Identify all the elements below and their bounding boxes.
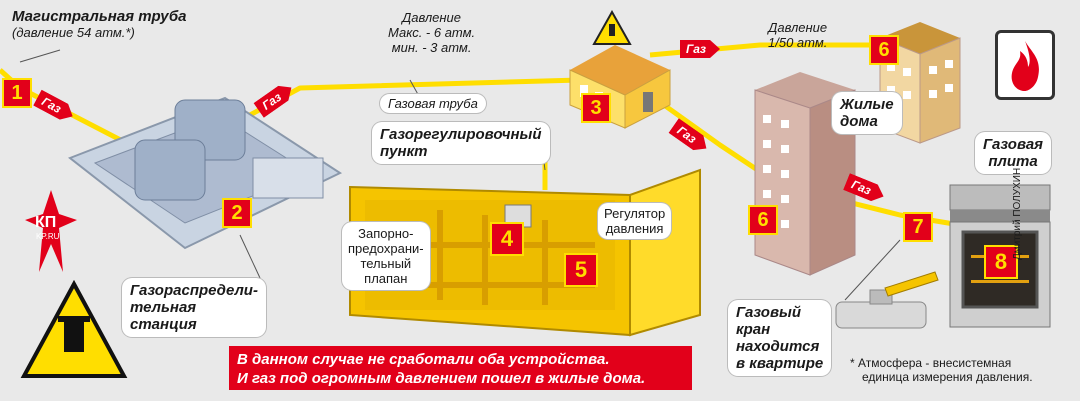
gds-label: Газораспредели- тельная станция bbox=[122, 278, 266, 337]
tap-line3: находится bbox=[736, 338, 820, 355]
pressure-grp-label: Давление Макс. - 6 атм. мин. - 3 атм. bbox=[388, 10, 475, 55]
fire-icon bbox=[995, 30, 1055, 100]
badge-1: 1 bbox=[2, 78, 32, 108]
kp-logo: КП KP.RU bbox=[25, 190, 77, 272]
gas-distribution-station bbox=[67, 96, 343, 250]
main-pipe-label: Магистральная труба (давление 54 атм.*) bbox=[12, 8, 186, 40]
pressure-house-line2: 1/50 атм. bbox=[768, 35, 828, 50]
tap-line2: кран bbox=[736, 321, 771, 338]
warning-line1: В данном случае не сработали оба устройс… bbox=[237, 351, 610, 368]
valve-line3: тельный bbox=[360, 256, 412, 271]
warning-sign-icon bbox=[20, 280, 128, 378]
pressure-grp-line2: Макс. - 6 атм. bbox=[388, 25, 476, 40]
residential-line1: Жилые bbox=[840, 96, 894, 113]
regulator-line1: Регулятор bbox=[604, 206, 666, 221]
valve-line2: предохрани- bbox=[348, 241, 424, 256]
residential-line2: дома bbox=[840, 113, 878, 130]
badge-3: 3 bbox=[581, 93, 611, 123]
stove-line1: Газовая bbox=[983, 136, 1044, 153]
main-pipe-pressure: (давление 54 атм.*) bbox=[12, 25, 135, 40]
pressure-house-label: Давление 1/50 атм. bbox=[768, 20, 827, 50]
tap-label: Газовый кран находится в квартире bbox=[728, 300, 832, 376]
valve-icon bbox=[835, 271, 939, 329]
badge-5: 5 bbox=[564, 253, 598, 287]
pressure-house-line1: Давление bbox=[768, 20, 828, 35]
stove-line2: плита bbox=[988, 153, 1038, 170]
footnote: * Атмосфера - внесистемная единица измер… bbox=[850, 356, 1033, 384]
stove-label: Газовая плита bbox=[975, 132, 1052, 174]
valve-line1: Запорно- bbox=[358, 226, 414, 241]
badge-4: 4 bbox=[490, 222, 524, 256]
warning-banner: В данном случае не сработали оба устройс… bbox=[229, 346, 692, 390]
badge-7: 7 bbox=[903, 212, 933, 242]
gas-pipe-label: Газовая труба bbox=[380, 94, 486, 113]
valve-label: Запорно- предохрани- тельный плапан bbox=[342, 222, 430, 290]
gds-line1: Газораспредели- bbox=[130, 282, 258, 299]
badge-2: 2 bbox=[222, 198, 252, 228]
regulator-label: Регулятор давления bbox=[598, 203, 672, 239]
pressure-grp-line3: мин. - 3 атм. bbox=[391, 40, 472, 55]
warning-line2: И газ под огромным давлением пошел в жил… bbox=[237, 370, 646, 387]
grp-line1: Газорегулировочный bbox=[380, 126, 542, 143]
gds-line3: станция bbox=[130, 316, 197, 333]
pressure-grp-line1: Давление bbox=[402, 10, 462, 25]
badge-6-house: 6 bbox=[869, 35, 899, 65]
badge-6-tower: 6 bbox=[748, 205, 778, 235]
grp-line2: пункт bbox=[380, 143, 428, 160]
footnote-line1: * Атмосфера - внесистемная bbox=[850, 356, 1012, 370]
residential-label: Жилые дома bbox=[832, 92, 902, 134]
valve-line4: плапан bbox=[364, 271, 408, 286]
tap-line1: Газовый bbox=[736, 304, 802, 321]
footnote-line2: единица измерения давления. bbox=[862, 370, 1033, 384]
main-pipe-title: Магистральная труба bbox=[12, 8, 187, 25]
logo-subtext: KP.RU bbox=[36, 232, 60, 241]
regulator-line2: давления bbox=[605, 221, 664, 236]
author-credit: Дмитрий ПОЛУХИН bbox=[1012, 167, 1023, 260]
gds-line2: тельная bbox=[130, 299, 197, 316]
grp-label: Газорегулировочный пункт bbox=[372, 122, 550, 164]
logo-text: КП bbox=[35, 214, 57, 231]
badge-8: 8 bbox=[984, 245, 1018, 279]
gas-arrow: Газ bbox=[680, 40, 720, 58]
tap-line4: в квартире bbox=[736, 355, 824, 372]
warning-sign-icon bbox=[592, 10, 632, 45]
